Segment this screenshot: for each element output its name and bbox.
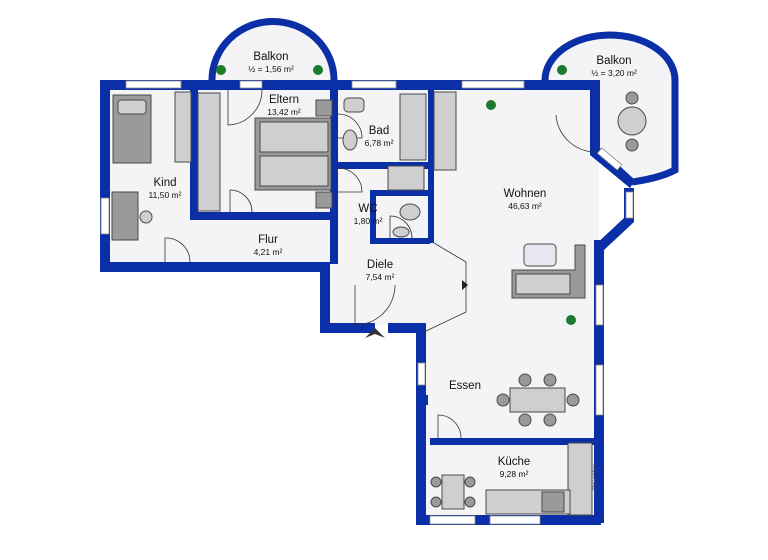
wohnen-sofa bbox=[511, 243, 586, 299]
wc-name: WC bbox=[358, 203, 377, 215]
wc-area: 1,80 m² bbox=[354, 216, 383, 226]
bad-name: Bad bbox=[369, 125, 389, 137]
kueche-name: Küche bbox=[498, 456, 531, 468]
eltern-bed bbox=[254, 99, 333, 209]
balkon-right-area: ½ = 3,20 m² bbox=[591, 68, 637, 78]
kind-bed bbox=[112, 94, 152, 164]
eltern-wardrobe bbox=[197, 92, 221, 212]
plants bbox=[216, 65, 576, 325]
diele-name: Diele bbox=[367, 259, 393, 271]
windows bbox=[100, 80, 634, 525]
kind-desk bbox=[111, 191, 153, 241]
bad-shower bbox=[387, 165, 425, 191]
dining-table bbox=[496, 373, 580, 427]
essen-name: Essen bbox=[449, 380, 481, 392]
flur-name: Flur bbox=[258, 234, 278, 246]
diele-area: 7,54 m² bbox=[366, 272, 395, 282]
bad-toilet bbox=[342, 129, 358, 151]
kueche-table bbox=[430, 474, 476, 510]
watermark: McGandres bbox=[592, 464, 598, 490]
balkon-table bbox=[617, 91, 647, 152]
wohnen-area: 46,63 m² bbox=[508, 201, 542, 211]
kueche-area: 9,28 m² bbox=[500, 469, 529, 479]
room-labels: Balkon ½ = 1,56 m² Balkon ½ = 3,20 m² Ki… bbox=[149, 51, 637, 490]
eltern-area: 13,42 m² bbox=[267, 107, 301, 117]
eltern-name: Eltern bbox=[269, 94, 299, 106]
balkon-left-area: ½ = 1,56 m² bbox=[248, 64, 294, 74]
bad-area: 6,78 m² bbox=[365, 138, 394, 148]
wohnen-name: Wohnen bbox=[504, 188, 547, 200]
kind-wardrobe bbox=[174, 91, 192, 163]
wc-basin bbox=[392, 226, 410, 238]
bad-washbasin bbox=[343, 97, 365, 113]
wc-toilet bbox=[399, 203, 421, 221]
bad-shelf bbox=[433, 91, 457, 171]
entrance-arrow bbox=[365, 328, 385, 338]
flur-area: 4,21 m² bbox=[254, 247, 283, 257]
kind-name: Kind bbox=[153, 177, 176, 189]
doors bbox=[164, 89, 597, 439]
balkon-right-name: Balkon bbox=[596, 55, 631, 67]
kind-area: 11,50 m² bbox=[149, 190, 182, 200]
bad-bathtub bbox=[399, 93, 427, 161]
kueche-counter bbox=[485, 442, 593, 516]
balkon-left-name: Balkon bbox=[253, 51, 288, 63]
